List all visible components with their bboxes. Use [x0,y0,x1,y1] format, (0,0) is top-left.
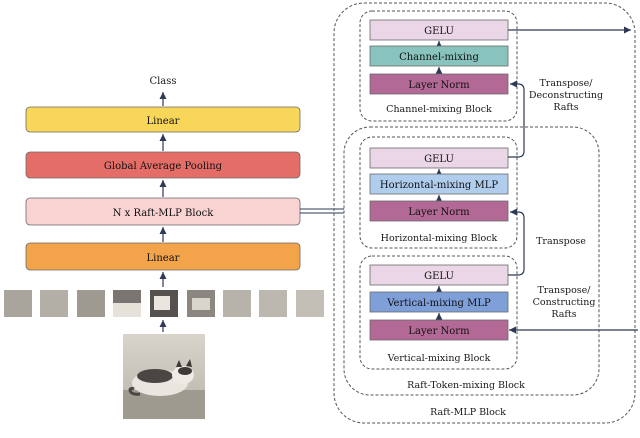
linear-bottom-label: Linear [147,253,180,264]
raft-token-mixing-block-caption: Raft-Token-mixing Block [407,380,525,391]
patch-6-fur [192,298,210,310]
patch-2 [40,290,68,317]
horizontal-mixing-block-outline [359,136,518,249]
horizontal-mixing-box [369,173,509,195]
raft-mlp-block-caption: Raft-MLP Block [430,407,506,418]
patch-4-fur [113,303,141,317]
patch-8 [259,290,287,317]
horizontal-gelu-label: GELU [424,154,454,165]
raft-block-label: N x Raft-MLP Block [113,208,215,219]
channel-mixing-box [369,45,509,67]
annotation-transpose-construct: Transpose/ Constructing Rafts [533,285,596,320]
input-cat-image [123,334,205,419]
patch-5-fur [154,296,170,310]
annotation-deconstruct-line-1: Transpose/ [539,78,593,89]
vertical-mixing-box [369,291,509,313]
annotation-transpose-deconstruct: Transpose/ Deconstructing Rafts [529,78,603,113]
patch-strip [4,290,324,317]
raft-mlp-block-outline [333,2,636,424]
cat-ear-right [186,359,192,367]
annotation-deconstruct-line-2: Deconstructing [529,90,603,101]
channel-mixing-label: Channel-mixing [399,52,479,63]
horizontal-mixing-label: Horizontal-mixing MLP [380,180,498,191]
horizontal-mixing-block-caption: Horizontal-mixing Block [381,233,498,244]
horizontal-gelu-box [369,147,509,169]
patch-3 [77,290,105,317]
patch-9 [296,290,324,317]
annotation-construct-line-1: Transpose/ [537,285,591,296]
connector-vertical-to-horizontal [508,208,525,276]
patch-1 [4,290,32,317]
connector-horizontal-to-channel [508,80,525,158]
channel-norm-box [369,73,509,95]
vertical-gelu-label: GELU [424,271,454,282]
cat-tail [128,386,141,396]
class-label: Class [149,76,176,87]
vertical-mixing-label: Vertical-mixing MLP [386,298,491,309]
vertical-norm-label: Layer Norm [408,326,470,337]
horizontal-norm-box [369,200,509,222]
linear-top-label: Linear [147,116,180,127]
annotation-deconstruct-line-3: Rafts [553,102,578,113]
raft-block-box [25,197,301,226]
cat-ear-left [176,360,182,367]
linear-top-box [25,106,301,133]
raft-token-mixing-block-outline [343,126,600,396]
channel-mixing-block-outline [359,10,518,122]
annotation-construct-line-2: Constructing [533,297,596,308]
vertical-mixing-block-caption: Vertical-mixing Block [387,353,491,364]
patch-7 [223,290,251,317]
annotation-transpose: Transpose [536,236,586,247]
channel-mixing-block-caption: Channel-mixing Block [386,104,492,115]
global-pool-label: Global Average Pooling [104,161,223,172]
vertical-norm-box [369,319,509,341]
channel-gelu-label: GELU [424,26,454,37]
global-pool-box [25,151,301,179]
cat-head-patch [178,367,192,375]
vertical-mixing-block-outline [359,255,518,370]
horizontal-norm-label: Layer Norm [408,207,470,218]
cat-back-patch [137,369,173,383]
channel-norm-label: Layer Norm [408,80,470,91]
linear-bottom-box [25,242,301,271]
annotation-construct-line-3: Rafts [551,309,576,320]
